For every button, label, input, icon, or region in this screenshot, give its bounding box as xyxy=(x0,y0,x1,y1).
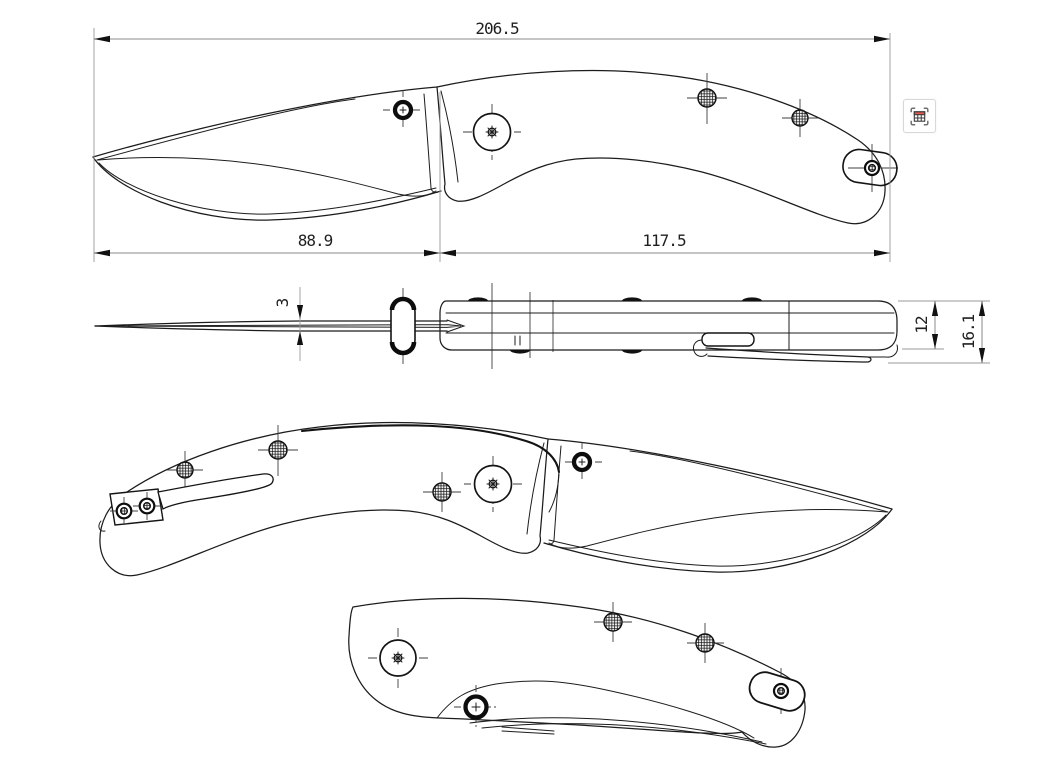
table-tool-button[interactable] xyxy=(903,99,936,133)
lanyard-slot xyxy=(748,668,806,714)
dim-handle-height: 12 xyxy=(912,316,931,334)
clip-screw xyxy=(110,497,138,525)
dim-handle-length: 117.5 xyxy=(642,231,686,250)
handle-screw xyxy=(594,602,632,642)
thumb-screw xyxy=(383,90,423,130)
lanyard-slot xyxy=(842,144,898,192)
clip-screw xyxy=(133,492,161,520)
spine-view xyxy=(94,283,898,369)
handle-screw xyxy=(687,73,727,124)
open-reverse-view xyxy=(99,423,892,576)
handle-screw xyxy=(423,472,461,512)
open-side-view xyxy=(92,69,898,225)
dim-overall-height: 16.1 xyxy=(959,314,978,349)
dim-blade-length: 88.9 xyxy=(298,231,333,250)
closed-view xyxy=(348,597,806,748)
dim-blade-thickness: 3 xyxy=(273,298,292,307)
thumb-screw xyxy=(454,685,498,729)
dim-overall-length: 206.5 xyxy=(475,19,519,38)
handle-screw xyxy=(782,99,818,137)
pivot-screw xyxy=(463,104,521,160)
pocket-clip xyxy=(98,473,274,532)
pocket-clip-edge xyxy=(693,332,898,363)
handle-screw xyxy=(687,623,724,663)
pivot-screw xyxy=(368,628,428,688)
table-select-icon xyxy=(910,106,929,126)
dimension-annotations: 206.5 88.9 117.5 3 12 16.1 xyxy=(93,19,990,364)
